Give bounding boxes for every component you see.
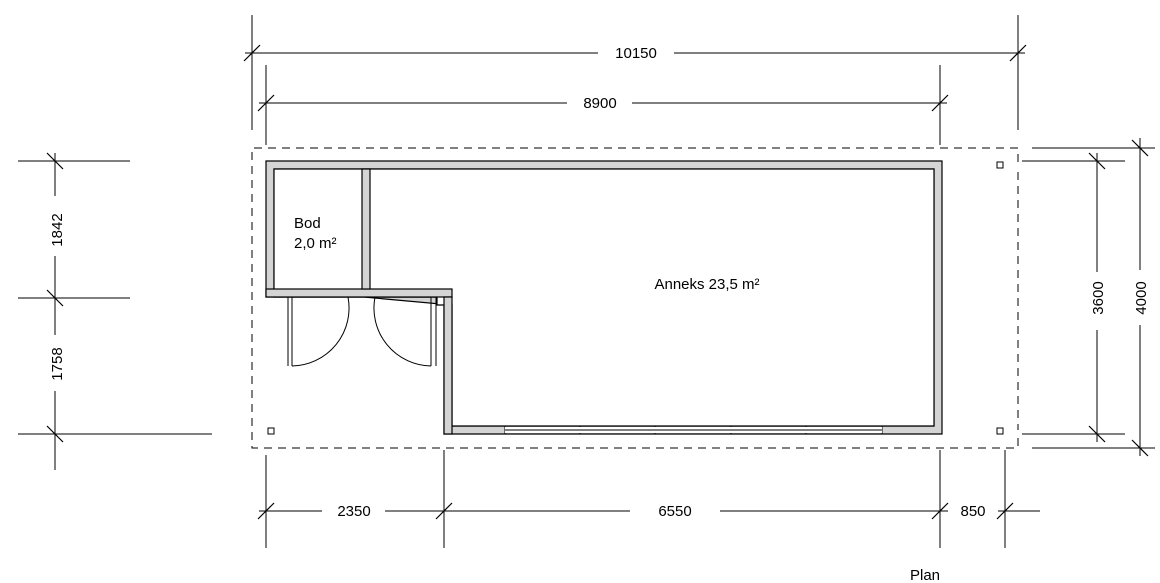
dimension-inner-width: 8900 <box>257 65 949 145</box>
dimension-label: 8900 <box>583 95 616 112</box>
storage-room-name: Bod <box>294 215 321 232</box>
posts <box>267 161 1004 435</box>
dimension-label: 10150 <box>615 45 657 62</box>
room-labels: Bod 2,0 m² Anneks 23,5 m² <box>294 215 760 293</box>
plan-caption: Plan <box>910 567 940 583</box>
dimension-left: 1842 1758 <box>18 152 212 470</box>
dimension-label: 2350 <box>337 503 370 520</box>
annex-room-label: Anneks 23,5 m² <box>654 276 759 293</box>
dimension-label: 850 <box>960 503 985 520</box>
dimension-label: 6550 <box>658 503 691 520</box>
dimension-overall-width: 10150 <box>243 15 1027 130</box>
roof-outline <box>251 147 1019 449</box>
dimension-label: 1842 <box>49 213 66 246</box>
dimension-label: 3600 <box>1090 281 1107 314</box>
dimension-right: 3600 4000 <box>1022 138 1155 457</box>
dimension-label: 4000 <box>1133 281 1150 314</box>
dimension-bottom: 2350 6550 850 <box>257 450 1040 548</box>
dimension-label: 1758 <box>49 347 66 380</box>
doors <box>287 296 437 367</box>
storage-room-area: 2,0 m² <box>294 235 337 252</box>
walls <box>265 160 943 435</box>
